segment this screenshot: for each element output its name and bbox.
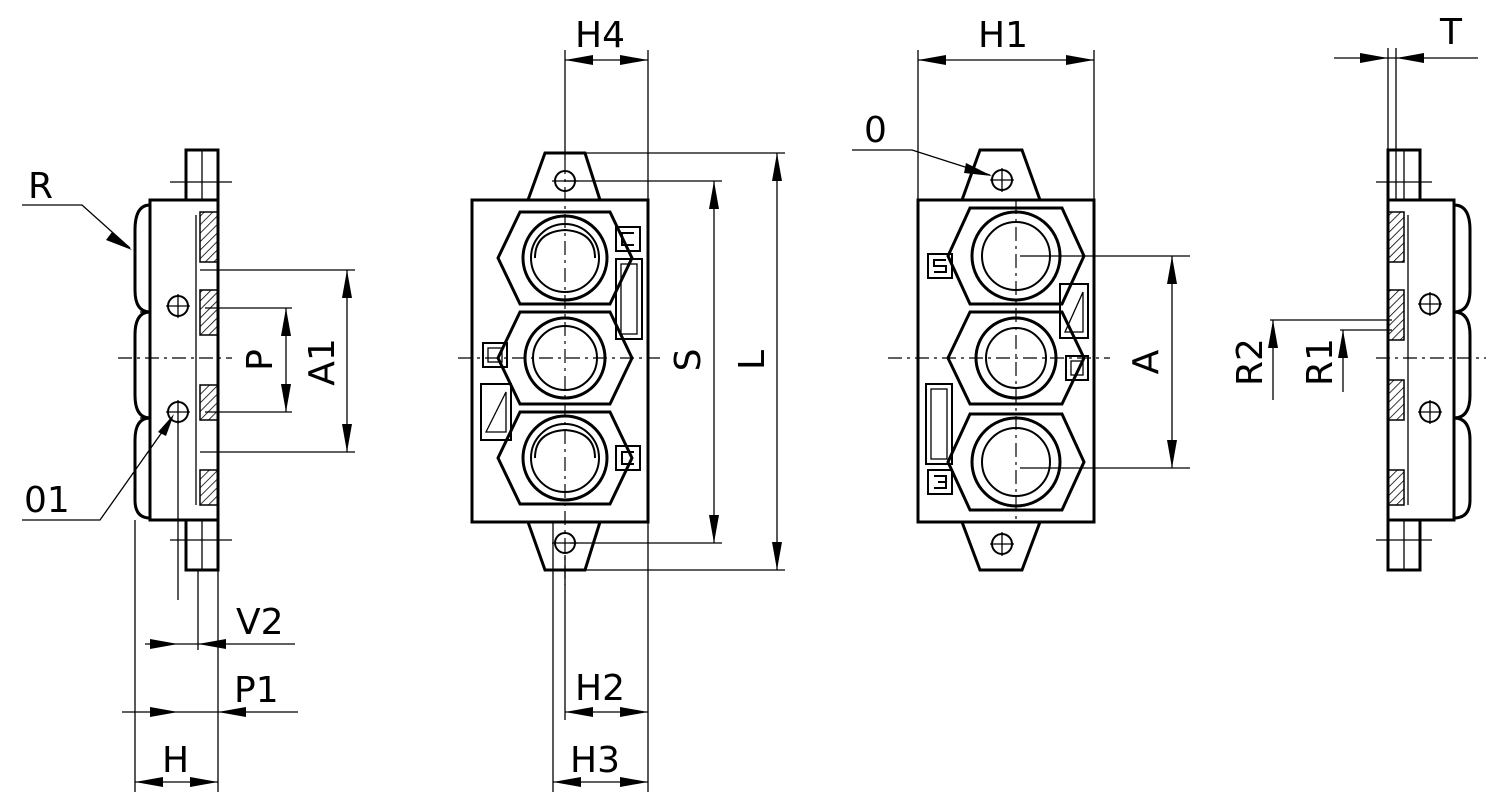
- label-O: 0: [864, 110, 887, 151]
- side-view-left: R 01 P A1 V2 P1 H: [22, 148, 355, 792]
- marking-symbol-icon: [1065, 355, 1089, 381]
- label-S: S: [668, 349, 709, 372]
- label-H1: H1: [978, 15, 1028, 56]
- label-P: P: [240, 349, 281, 371]
- label-P1: P1: [234, 670, 279, 711]
- rear-view: H1 0 A: [852, 15, 1190, 572]
- label-A: A: [1126, 349, 1167, 374]
- label-R: R: [28, 166, 53, 207]
- label-V2: V2: [236, 602, 284, 643]
- label-H4: H4: [575, 15, 625, 56]
- label-O1: 01: [24, 480, 70, 521]
- marking-symbol-icon: [615, 226, 641, 252]
- label-L: L: [732, 350, 773, 370]
- label-A1: A1: [302, 338, 343, 386]
- marking-symbol-icon: [925, 383, 953, 465]
- label-R2: R2: [1230, 338, 1271, 386]
- label-R1: R1: [1300, 338, 1341, 386]
- marking-symbol-icon: [927, 469, 953, 495]
- marking-symbol-icon: [615, 258, 643, 340]
- marking-symbol-icon: [482, 342, 508, 368]
- marking-symbol-icon: [1059, 283, 1089, 339]
- label-H: H: [162, 740, 189, 781]
- side-view-right: T R2 R1: [1230, 12, 1486, 572]
- label-T: T: [1439, 12, 1463, 53]
- label-H3: H3: [570, 740, 620, 781]
- marking-symbol-icon: [615, 445, 641, 471]
- marking-symbol-icon: [927, 253, 953, 279]
- front-view: H4 S L H2 H3: [458, 15, 785, 792]
- marking-symbol-icon: [480, 383, 512, 441]
- label-H2: H2: [575, 668, 625, 709]
